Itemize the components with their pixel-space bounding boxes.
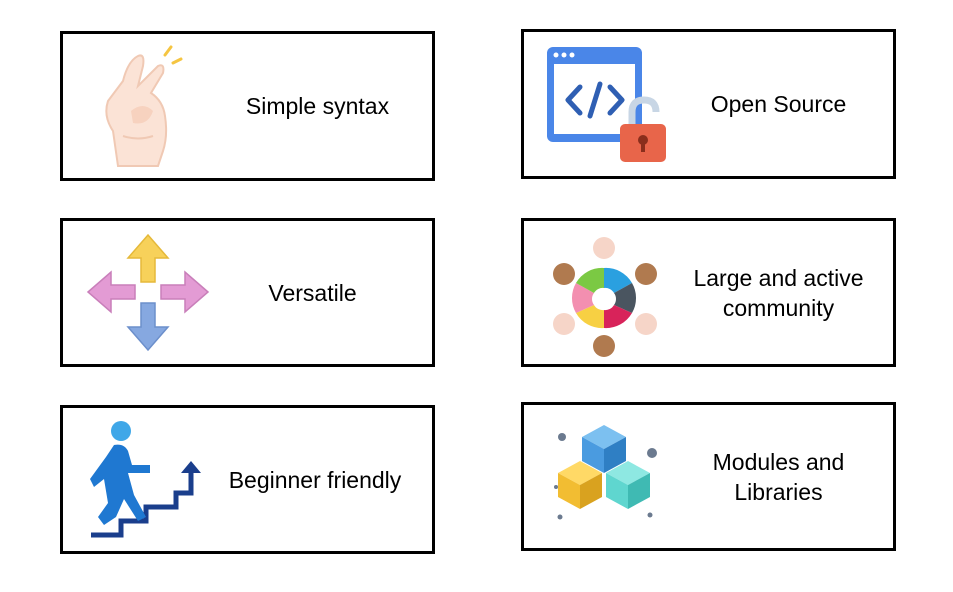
card-label: Open Source <box>710 91 847 117</box>
card-label: Simple syntax <box>245 93 390 119</box>
card-label: Large and active community <box>693 264 864 321</box>
code-window-unlocked-icon <box>539 32 669 176</box>
feature-card-versatile: Versatile <box>60 218 435 367</box>
card-label: Beginner friendly <box>228 466 402 493</box>
card-label: Modules and Libraries <box>712 448 845 505</box>
card-label: Versatile <box>268 279 357 306</box>
community-people-circle-icon <box>539 221 669 364</box>
stacked-cubes-icon <box>539 405 669 548</box>
feature-card-open-source: Open Source <box>521 29 896 179</box>
four-way-arrows-icon <box>78 221 218 364</box>
person-climbing-stairs-icon <box>83 408 213 551</box>
feature-card-modules-libraries: Modules and Libraries <box>521 402 896 551</box>
feature-card-beginner-friendly: Beginner friendly <box>60 405 435 554</box>
snapping-fingers-icon <box>88 34 198 178</box>
feature-card-simple-syntax: Simple syntax <box>60 31 435 181</box>
feature-card-community: Large and active community <box>521 218 896 367</box>
